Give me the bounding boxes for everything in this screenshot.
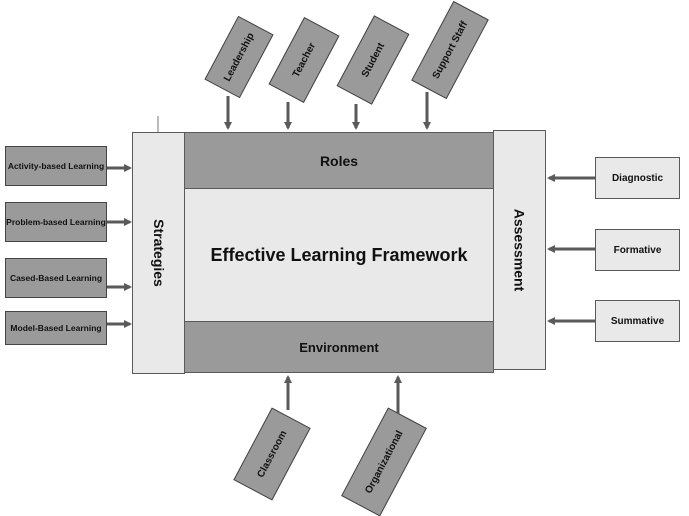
roles-label: Roles	[319, 152, 359, 169]
assessment-summative: Summative	[595, 300, 680, 342]
roles-band: Roles	[184, 132, 494, 189]
assessment-diagnostic: Diagnostic	[595, 157, 680, 199]
framework-title: Effective Learning Framework	[210, 244, 468, 265]
framework-core: Effective Learning Framework	[184, 188, 494, 322]
environment-label: Environment	[299, 339, 379, 355]
assessment-formative: Formative	[595, 229, 680, 271]
strategy-problem-based: Problem-based Learning	[5, 202, 107, 242]
strategies-column: Strategies	[132, 132, 185, 374]
strategy-cased-based: Cased-Based Learning	[5, 258, 107, 298]
assessment-column: Assessment	[493, 130, 546, 370]
strategies-label: Strategies	[150, 219, 167, 287]
environment-band: Environment	[184, 321, 494, 373]
strategy-activity-based: Activity-based Learning	[5, 146, 107, 186]
assessment-label: Assessment	[511, 208, 528, 292]
strategy-model-based: Model-Based Learning	[5, 311, 107, 345]
